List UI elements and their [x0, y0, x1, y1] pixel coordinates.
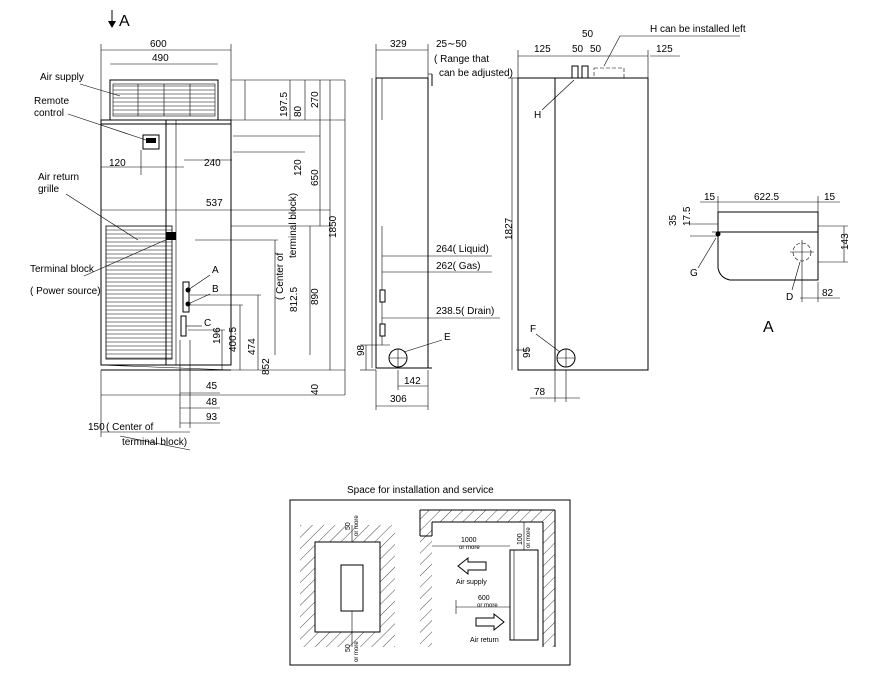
or-more-top: or more: [354, 515, 360, 536]
dim-238-5-drain: 238.5( Drain): [436, 306, 494, 317]
dim-306: 306: [390, 394, 407, 405]
note-range-1: ( Range that: [434, 54, 489, 65]
dim-852: 852: [261, 358, 272, 375]
view-marker-label: A: [119, 13, 130, 30]
label-D: D: [786, 292, 793, 303]
dim-262-gas: 262( Gas): [436, 261, 480, 272]
or-more-bottom: or more: [354, 641, 360, 662]
dim-150-label-2: terminal block): [122, 437, 187, 448]
dim-98: 98: [356, 344, 367, 356]
dim-center-terminal-2: terminal block): [288, 193, 299, 258]
dim-270: 270: [310, 91, 321, 108]
dim-196: 196: [212, 327, 223, 344]
dim-45: 45: [206, 381, 218, 392]
label-air-supply: Air supply: [40, 72, 84, 83]
dim-150: 150: [88, 422, 105, 433]
view-a-top-plate: [717, 211, 819, 233]
label-air-return-1: Air return: [38, 172, 79, 183]
or-more-100: or more: [526, 527, 532, 548]
note-h-install-left: H can be installed left: [650, 24, 746, 35]
view-arrow-head: [108, 21, 116, 28]
dim-93: 93: [206, 412, 218, 423]
dim-143: 143: [840, 233, 851, 250]
label-remote-1: Remote: [34, 96, 69, 107]
dim-25-50: 25∼50: [436, 39, 467, 50]
label-A: A: [212, 265, 219, 276]
dim-650: 650: [310, 169, 321, 186]
dim-50-a: 50: [572, 44, 584, 55]
label-E: E: [444, 332, 451, 343]
service-space: Space for installation and service 50 or…: [289, 485, 571, 666]
dim-50-b: 50: [590, 44, 602, 55]
dim-329: 329: [390, 39, 407, 50]
label-terminal-2: ( Power source): [30, 286, 101, 297]
dim-1850: 1850: [328, 215, 339, 238]
dim-78: 78: [534, 387, 546, 398]
dim-240: 240: [204, 158, 221, 169]
unit-cabinet-back: [517, 77, 649, 371]
dim-48: 48: [206, 397, 218, 408]
dim-1000: 1000: [461, 537, 477, 544]
dim-142: 142: [404, 376, 421, 387]
label-H: H: [534, 110, 541, 121]
label-B: B: [212, 284, 219, 295]
dim-474: 474: [247, 338, 258, 355]
air-return-grille: [105, 225, 173, 360]
dim-17-5: 17.5: [682, 206, 693, 226]
dim-40: 40: [310, 383, 321, 395]
dim-1827: 1827: [504, 217, 515, 240]
side-view: 329 25∼50 ( Range that can be adjusted) …: [356, 39, 513, 410]
view-a: 15 622.5 15 35 17.5 143 G D 82 A: [668, 192, 851, 336]
dim-120-vertical: 120: [293, 159, 304, 176]
label-terminal-1: Terminal block: [30, 264, 95, 275]
dim-125-right: 125: [656, 44, 673, 55]
dim-35: 35: [668, 214, 679, 226]
dim-890: 890: [310, 288, 321, 305]
view-a-title: A: [763, 319, 774, 336]
or-more-1000: or more: [459, 545, 480, 551]
dim-125-left: 125: [534, 44, 551, 55]
or-more-600: or more: [477, 603, 498, 609]
note-range-2: can be adjusted): [439, 68, 513, 79]
service-space-frame: [289, 499, 571, 666]
dim-80: 80: [293, 105, 304, 117]
front-view: A 600 490 197.5: [30, 10, 346, 451]
air-supply-arrow-icon: [457, 556, 487, 576]
label-C: C: [204, 318, 211, 329]
dim-400-5: 400.5: [228, 327, 239, 352]
label-air-supply-service: Air supply: [456, 579, 487, 586]
dim-812-5: 812.5: [289, 287, 300, 312]
dim-600: 600: [150, 39, 167, 50]
dim-197-5: 197.5: [279, 92, 290, 117]
dim-537: 537: [206, 198, 223, 209]
label-remote-2: control: [34, 108, 64, 119]
label-air-return-2: grille: [38, 184, 60, 195]
dim-150-label-1: ( Center of: [106, 422, 153, 433]
service-space-title: Space for installation and service: [347, 485, 494, 496]
dim-15-left: 15: [704, 192, 716, 203]
dim-50-top-service: 50: [345, 522, 352, 530]
unit-plan-left: [340, 564, 364, 612]
label-F: F: [530, 324, 536, 335]
label-G: G: [690, 268, 698, 279]
dim-15-right: 15: [824, 192, 836, 203]
dim-120-horizontal: 120: [109, 158, 126, 169]
dim-100: 100: [517, 533, 524, 545]
back-view: 50 H can be installed left 125 50 50 125…: [504, 24, 746, 402]
dim-490: 490: [152, 53, 169, 64]
label-air-return-service: Air return: [470, 637, 499, 644]
dim-95: 95: [522, 346, 533, 358]
dim-center-terminal-1: ( Center of: [275, 253, 286, 300]
dim-264-liquid: 264( Liquid): [436, 244, 489, 255]
dim-82: 82: [822, 288, 834, 299]
view-a-body: [717, 232, 819, 281]
air-return-arrow-icon: [475, 612, 505, 632]
dim-600: 600: [478, 595, 490, 602]
dim-622-5: 622.5: [754, 192, 779, 203]
dim-50-top: 50: [582, 29, 594, 40]
dim-50-bottom-service: 50: [345, 644, 352, 652]
